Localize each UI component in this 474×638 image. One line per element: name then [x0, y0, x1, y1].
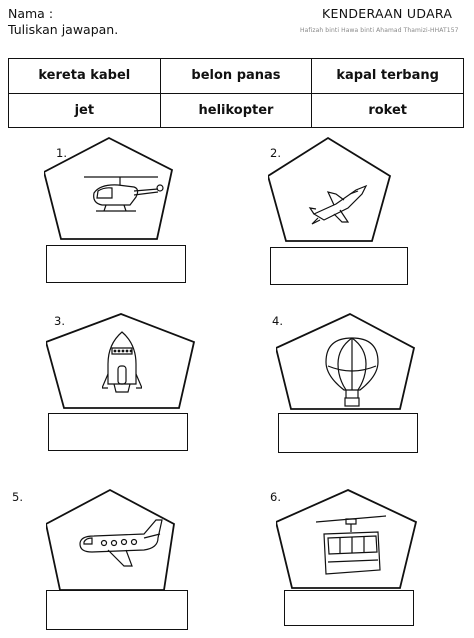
question-number: 1. — [56, 146, 67, 160]
hot-air-balloon-icon — [325, 337, 379, 407]
question-card-6: 6. — [270, 488, 436, 638]
author-credit: Hafizah binti Hawa binti Ahamad Thamizi-… — [300, 27, 459, 34]
airplane-icon — [79, 519, 163, 567]
question-number: 2. — [270, 146, 281, 160]
answer-box-4[interactable] — [278, 413, 418, 453]
question-card-2: 2. — [268, 136, 428, 286]
question-number: 3. — [54, 314, 65, 328]
name-label: Nama : — [8, 6, 54, 21]
word-kereta-kabel: kereta kabel — [8, 58, 161, 94]
pentagon-frame — [276, 489, 418, 589]
answer-box-3[interactable] — [48, 413, 188, 451]
word-roket: roket — [311, 92, 464, 128]
pentagon-frame — [46, 313, 196, 409]
question-card-5: 5. — [12, 488, 206, 638]
pentagon-frame — [268, 136, 392, 242]
answer-box-1[interactable] — [46, 245, 186, 283]
question-card-3: 3. — [46, 312, 206, 462]
question-number: 4. — [272, 314, 283, 328]
jet-icon — [308, 184, 368, 225]
question-number: 5. — [12, 490, 23, 504]
answer-box-5[interactable] — [46, 590, 188, 630]
word-belon-panas: belon panas — [159, 58, 313, 94]
word-helikopter: helikopter — [159, 92, 313, 128]
pentagon-frame — [44, 136, 174, 240]
answer-box-2[interactable] — [270, 247, 408, 285]
rocket-icon — [102, 331, 142, 393]
pentagon-frame — [276, 312, 416, 410]
page-title: KENDERAAN UDARA — [322, 6, 453, 21]
instruction-text: Tuliskan jawapan. — [8, 22, 119, 37]
answer-box-6[interactable] — [284, 590, 414, 626]
question-number: 6. — [270, 490, 281, 504]
question-card-4: 4. — [272, 312, 436, 462]
question-card-1: 1. — [44, 136, 204, 286]
word-bank-table: kereta kabel belon panas kapal terbang j… — [8, 58, 464, 128]
word-jet: jet — [8, 92, 161, 128]
cable-car-icon — [316, 515, 386, 575]
word-kapal-terbang: kapal terbang — [311, 58, 464, 94]
helicopter-icon — [84, 176, 164, 212]
